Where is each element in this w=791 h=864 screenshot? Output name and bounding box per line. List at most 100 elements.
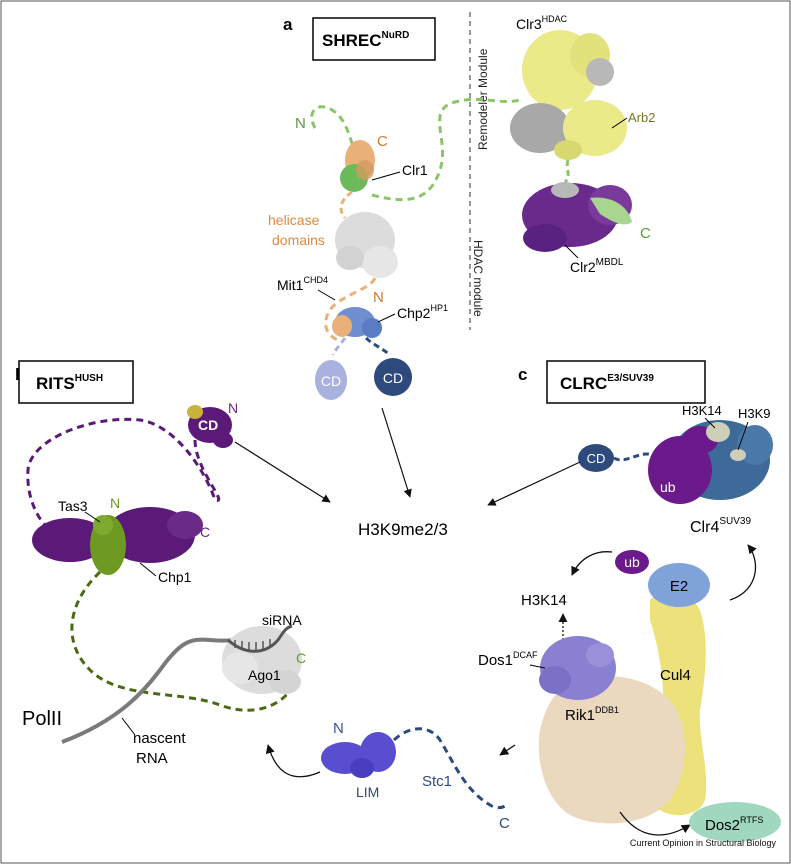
polii-label: PolII xyxy=(22,708,62,730)
arrow-from-shrec xyxy=(381,407,412,498)
stc1-label: Stc1 xyxy=(422,773,452,790)
tas3-n-label: N xyxy=(110,495,120,511)
clr1-pointer xyxy=(371,171,401,181)
cd-left xyxy=(315,360,347,400)
dos1-structure xyxy=(539,636,616,700)
clr2-label: Clr2MBDL xyxy=(570,257,624,275)
sirna-strand xyxy=(227,624,293,653)
mit1-n-label: N xyxy=(373,289,384,306)
shrec-title: SHRECNuRD xyxy=(322,30,409,50)
cd-right-link xyxy=(364,336,391,357)
rik1-structure xyxy=(538,676,685,824)
panel-a: a SHRECNuRD Remodeler Module HDAC module… xyxy=(268,12,655,400)
tas3-label: Tas3 xyxy=(58,498,88,514)
ub-transfer-arrow xyxy=(571,551,613,576)
rits-title: RITSHUSH xyxy=(36,373,103,393)
stc1-chain xyxy=(392,727,508,810)
clrc-title: CLRCE3/SUV39 xyxy=(560,373,654,393)
mit1-pointer xyxy=(317,289,336,301)
clr3-label: Clr3HDAC xyxy=(516,14,568,32)
tas3-linker xyxy=(70,570,297,712)
chp1-c-label: C xyxy=(200,524,210,540)
lim-label: LIM xyxy=(356,784,379,800)
clr3-clr2-link xyxy=(563,159,570,184)
arb2-pointer xyxy=(611,117,628,129)
clr4-ub-label: ub xyxy=(660,479,676,495)
h3k14-label: H3K14 xyxy=(521,592,567,609)
rits-title-box xyxy=(18,360,134,404)
clr4-label: Clr4SUV39 xyxy=(690,516,751,536)
e2-label: E2 xyxy=(670,578,688,595)
center-target: H3K9me2/3 xyxy=(234,407,581,539)
clr1-c-label: C xyxy=(377,133,388,150)
panel-b: b RITSHUSH CD N Tas3 N C Chp1 xyxy=(15,360,306,767)
ago1-label: Ago1 xyxy=(248,667,281,683)
hdac-module-label: HDAC module xyxy=(471,240,485,317)
h3k14-top-label: H3K14 xyxy=(682,403,722,418)
cul4-label: Cul4 xyxy=(660,667,691,684)
cd-right xyxy=(374,358,412,396)
h3k9-pointer xyxy=(737,421,749,451)
mit1-chain xyxy=(324,277,377,342)
clr4-cd xyxy=(578,444,614,472)
chp2-label: Chp2HP1 xyxy=(397,303,448,321)
cd-left-label: CD xyxy=(321,373,341,389)
lim-to-ago1-arrow xyxy=(265,744,321,778)
chp2-domain xyxy=(332,307,382,338)
rits-n-top-label: N xyxy=(228,400,238,416)
chp1-cd-structure xyxy=(187,405,233,448)
journal-credit: Current Opinion in Structural Biology xyxy=(630,838,777,848)
ago1-structure xyxy=(222,626,302,694)
sirna-label: siRNA xyxy=(262,612,302,628)
clrc-title-box xyxy=(546,360,706,404)
rik1-to-dos2-arrow xyxy=(619,811,691,836)
h3k9-label: H3K9 xyxy=(738,406,771,421)
e2-bubble xyxy=(648,563,710,607)
lim-structure xyxy=(321,732,396,778)
clr2-structure xyxy=(522,182,632,252)
chp1-tas3-structure xyxy=(32,507,203,575)
nascent-pointer xyxy=(121,717,136,736)
dos2-label: Dos2RTFS xyxy=(705,815,763,834)
chp2-pointer xyxy=(377,313,396,323)
clr2-c-label: C xyxy=(640,225,651,242)
stc1-c-label: C xyxy=(499,815,510,832)
panel-c: c CLRCE3/SUV39 CD H3K14 H3K9 ub Clr4SUV3… xyxy=(265,360,781,842)
arb2-label: Arb2 xyxy=(628,110,655,125)
h3k14-top-pointer xyxy=(704,417,716,429)
ub-label: ub xyxy=(624,554,640,570)
clr4-linker xyxy=(613,452,653,462)
ago1-c-label: C xyxy=(296,650,306,666)
clr1-label: Clr1 xyxy=(402,162,428,178)
cd-right-label: CD xyxy=(383,370,403,386)
clr1-chain-long xyxy=(371,97,521,202)
rik1-label: Rik1DDB1 xyxy=(565,705,619,724)
clr1-n-label: N xyxy=(295,115,306,132)
dos2-bubble xyxy=(689,802,781,842)
cd-left-link xyxy=(331,337,347,356)
center-label: H3K9me2/3 xyxy=(358,520,448,539)
ub-bubble xyxy=(615,550,649,574)
clr1-chain xyxy=(310,105,360,161)
cul4-to-clr4-arrow xyxy=(729,544,757,601)
tas3-pointer xyxy=(84,511,101,523)
clr3-structure xyxy=(510,30,627,160)
sirna-ticks xyxy=(234,639,271,651)
mit1-label: Mit1CHD4 xyxy=(277,275,328,293)
clr4-cd-label: CD xyxy=(587,451,606,466)
clr2-pointer xyxy=(564,244,579,259)
clr4-structure xyxy=(648,420,773,504)
helicase-domains xyxy=(335,212,398,278)
helicase-link xyxy=(339,190,353,219)
chp1-pointer xyxy=(139,562,157,577)
shrec-title-box xyxy=(312,17,436,61)
panel-a-letter: a xyxy=(283,15,293,34)
arrow-from-rits xyxy=(234,441,331,503)
chp1-label: Chp1 xyxy=(158,569,192,585)
dos1-pointer xyxy=(529,664,546,669)
chp1-linker xyxy=(26,417,221,527)
